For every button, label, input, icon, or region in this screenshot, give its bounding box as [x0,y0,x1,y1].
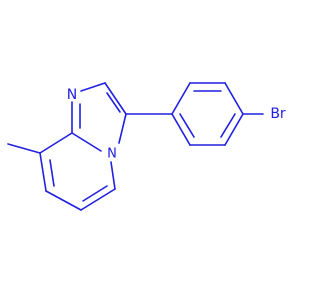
bond-c6-c5 [80,188,116,211]
bond-c3-n4 [118,113,127,144]
bond-c8-c7-double [49,159,55,187]
bond-ph6-ph1-double [179,113,195,138]
bond-c8-c8a [39,132,73,154]
bond-n1-c2 [80,82,106,92]
bond-c6-c5-double [82,185,108,202]
bond-ph4-ph5 [224,113,244,146]
bond-c8-c7 [39,152,47,192]
bond-c7-c6 [45,190,82,211]
bonds-group [7,82,264,211]
atom-label-n-bridge: N [107,147,117,162]
bond-ph3-ph4 [224,82,244,115]
bond-n4-c8a [71,132,102,152]
bond-methyl [7,143,41,154]
bond-c5-n4 [110,161,116,190]
atom-label-br: Br [270,106,286,122]
bond-c2-c3-double [106,92,121,113]
bond-ph6-ph1 [171,113,191,146]
molecule-structure-drawing: N N Br [7,82,286,211]
bond-ph4-ph5-double [220,113,236,138]
atom-label-n-imine: N [67,87,77,103]
bond-ph1-ph2 [171,82,191,115]
bond-c2-c3 [104,82,127,115]
